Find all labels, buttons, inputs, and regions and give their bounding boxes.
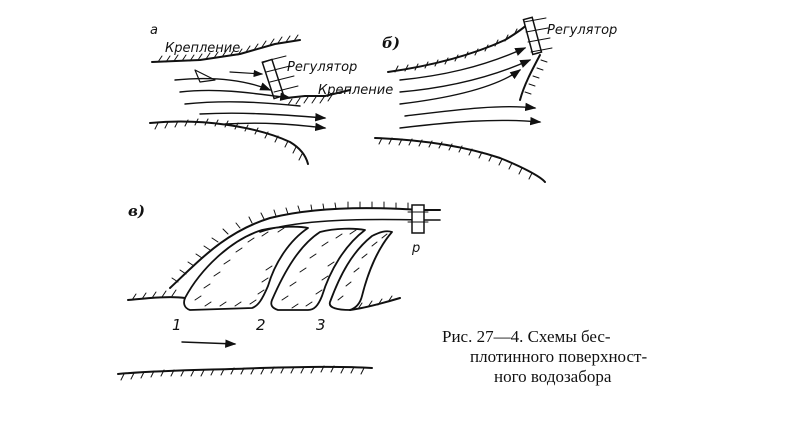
label-regulator-b: Регулятор xyxy=(547,23,617,38)
gate-p-bars xyxy=(407,211,429,223)
river-bank-b xyxy=(374,137,546,183)
regulator-gate-b xyxy=(522,16,543,56)
island-3 xyxy=(328,230,393,311)
channel-number-3: 3 xyxy=(316,316,326,334)
lower-river-bank-v xyxy=(117,365,373,375)
flow-detail-triangle xyxy=(194,69,216,83)
right-bank-b xyxy=(519,54,541,101)
flow-small-arrow xyxy=(229,69,264,78)
figure-v: в) р xyxy=(117,201,441,381)
label-p: р xyxy=(411,241,420,256)
top-bank-hatching xyxy=(157,34,299,63)
figure-caption: Рис. 27—4. Схемы бес- плотинного поверхн… xyxy=(442,327,647,386)
flow-arrow-v xyxy=(181,339,237,348)
island-2-hatching xyxy=(281,229,357,309)
island-3-hatching xyxy=(337,233,388,301)
island-2 xyxy=(270,227,366,311)
river-bank-a xyxy=(149,120,309,165)
lower-bank-line xyxy=(285,89,351,99)
island-1 xyxy=(183,225,309,311)
figure-b: б) Регулятор xyxy=(374,16,617,183)
lower-bank-hatching xyxy=(287,94,333,106)
right-bank-b-hatching xyxy=(524,59,548,95)
river-bank-b-hatching xyxy=(378,137,533,180)
figure-a: a Крепление Регулятор Крепление xyxy=(149,23,393,165)
river-left-bank-v xyxy=(127,296,186,301)
upper-bank-b xyxy=(387,21,531,73)
river-left-bank-v-hatching xyxy=(131,289,177,301)
caption-line-1: Рис. 27—4. Схемы бес- xyxy=(442,327,611,346)
river-right-bank-v-hatching xyxy=(357,295,393,310)
regulator-gate-a-bars xyxy=(261,55,299,93)
island-1-hatching xyxy=(194,227,285,307)
flow-lines-b xyxy=(399,47,542,129)
panel-letter-v: в) xyxy=(128,202,145,220)
caption-line-3: ного водозабора xyxy=(494,367,612,386)
river-right-bank-v xyxy=(349,297,401,311)
canal-outer-bank xyxy=(169,207,441,289)
channel-number-1: 1 xyxy=(172,316,182,334)
lower-river-bank-v-hatching xyxy=(120,365,365,381)
caption-line-2: плотинного поверхност- xyxy=(470,347,647,366)
river-bank-a-hatching xyxy=(154,118,303,161)
top-bank-line xyxy=(151,39,301,63)
label-krepleniye-bottom: Крепление xyxy=(318,83,393,98)
channel-number-2: 2 xyxy=(256,316,266,334)
panel-letter-b: б) xyxy=(382,34,400,52)
regulator-gate-b-bars xyxy=(523,17,553,53)
gate-p xyxy=(411,204,425,234)
upper-bank-b-hatching xyxy=(394,28,518,73)
label-krepleniye-top: Крепление xyxy=(165,41,240,56)
label-regulator-a: Регулятор xyxy=(287,60,357,75)
canal-outer-bank-hatching xyxy=(171,201,409,283)
panel-letter-a: a xyxy=(150,23,158,38)
